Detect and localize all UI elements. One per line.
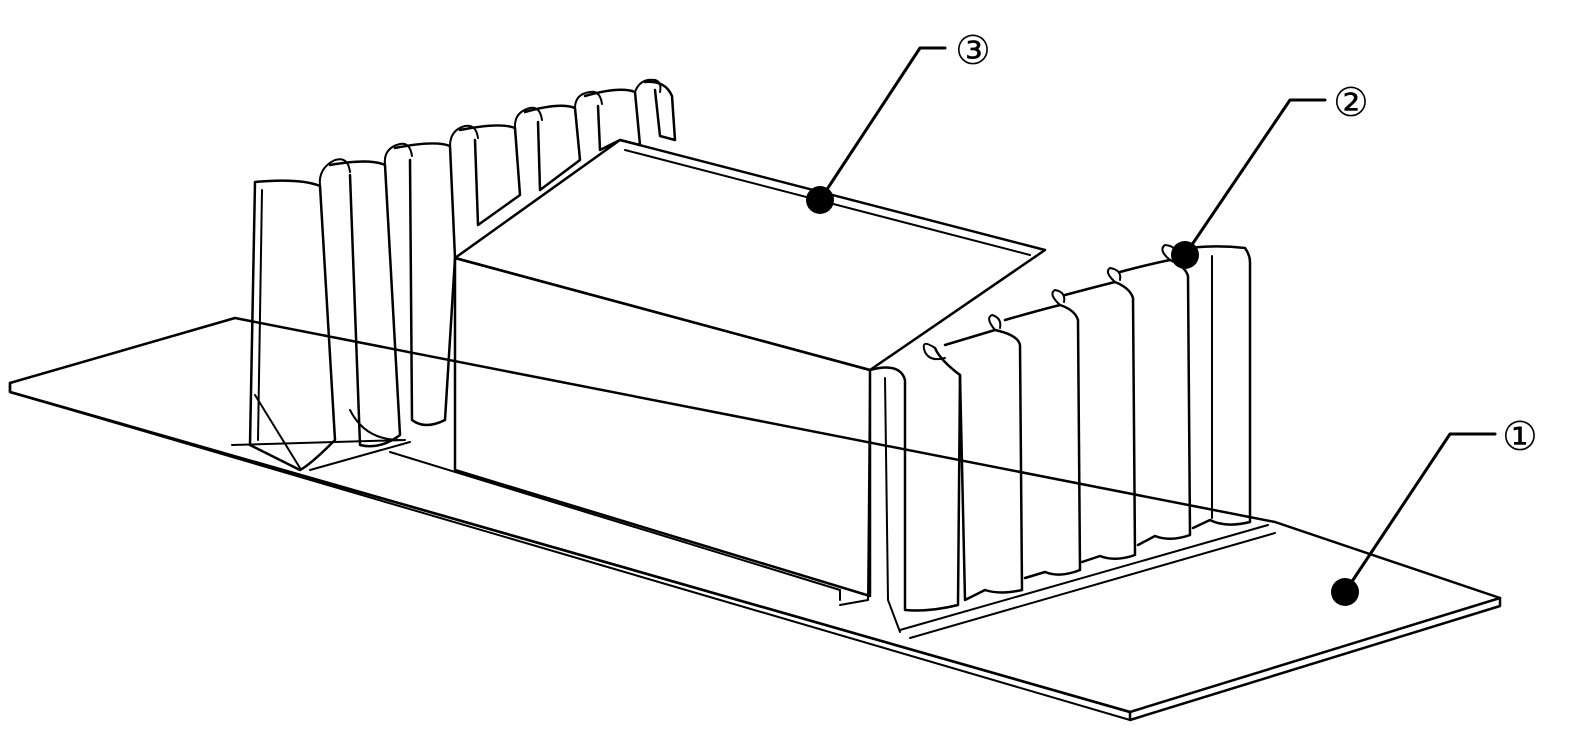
callout-2: ② — [1171, 80, 1369, 269]
callout-2-label: ② — [1333, 80, 1369, 126]
base-plate — [8, 316, 1502, 722]
callout-3-leader — [818, 46, 947, 202]
callout-1-label: ① — [1502, 414, 1538, 460]
back-fins — [248, 78, 677, 472]
front-fins — [839, 244, 1252, 633]
callout-1-leader — [1343, 432, 1497, 594]
callout-3-label: ③ — [955, 28, 991, 74]
callout-1: ① — [1331, 414, 1538, 606]
center-block — [389, 138, 1047, 601]
callout-2-leader — [1183, 98, 1327, 257]
callout-3: ③ — [806, 28, 991, 214]
